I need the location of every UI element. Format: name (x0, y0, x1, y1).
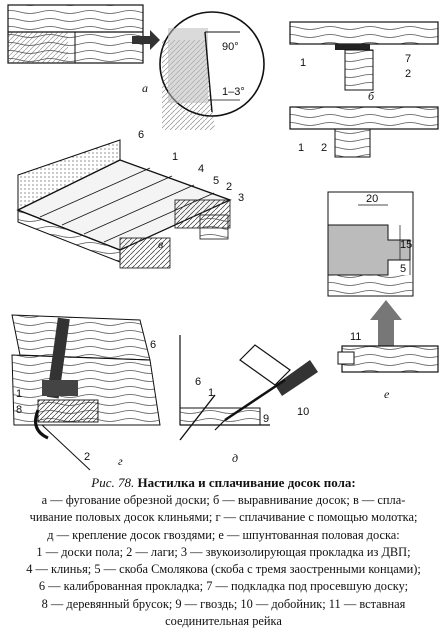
label-v-3: 3 (238, 192, 244, 204)
label-panel-b: б (368, 89, 375, 103)
label-b-2-top: 2 (405, 68, 411, 80)
label-d-1: 1 (208, 387, 214, 399)
label-b-2-bottom: 2 (321, 142, 327, 154)
label-d-6: 6 (195, 376, 201, 388)
label-panel-g: г (118, 454, 123, 468)
panel-a-arrow (132, 30, 160, 50)
panel-e-arrow (370, 300, 402, 346)
label-angle-1-3: 1–3° (222, 86, 245, 98)
legend-line: 1 — доски пола; 2 — лаги; 3 — звукоизоли… (36, 544, 411, 559)
label-g-8: 8 (16, 404, 22, 416)
label-b-1-bottom: 1 (298, 142, 304, 154)
label-dim-15: 15 (400, 239, 412, 251)
label-v-4: 4 (198, 163, 204, 175)
legend-line: 4 — клинья; 5 — скоба Смолякова (скоба с… (26, 562, 421, 577)
legend-line: а — фугование обрезной доски; б — выравн… (41, 493, 406, 507)
caption-number: Рис. 78. (91, 475, 135, 490)
label-g-1: 1 (16, 388, 22, 400)
label-angle-90: 90° (222, 41, 239, 53)
label-g-2: 2 (84, 451, 90, 463)
label-dim-20: 20 (366, 193, 378, 205)
legend-line: 6 — калиброванная прокладка; 7 — подклад… (38, 579, 409, 594)
legend-line: соединительная рейка (165, 614, 282, 629)
label-d-9: 9 (263, 413, 269, 425)
panel-b-bottom (289, 106, 439, 158)
legend-line: 8 — деревянный брусок; 9 — гвоздь; 10 — … (41, 596, 406, 611)
label-v-2: 2 (226, 181, 232, 193)
label-panel-d: д (232, 451, 238, 465)
legend-line: чивание половых досок клиньями; г — спла… (29, 510, 418, 525)
label-g-6: 6 (150, 339, 156, 351)
panel-g-scene (11, 314, 161, 471)
label-b-7: 7 (405, 53, 411, 65)
label-d-10: 10 (297, 406, 309, 418)
figure-illustration: 90° 1–3° а 1 7 2 б 1 2 6 1 4 5 2 3 в (7, 4, 439, 471)
figure-caption: Рис. 78. Настилка и сплачивание досок по… (8, 474, 439, 491)
label-v-5: 5 (213, 175, 219, 187)
label-e-11: 11 (350, 331, 361, 343)
panel-d-scene (179, 335, 318, 441)
panel-a-board (7, 4, 144, 64)
legend-line: д — крепление досок гвоздями; е — шпунто… (47, 527, 400, 542)
panel-v-floor (16, 139, 232, 269)
panel-b-top (289, 21, 439, 91)
panel-e-board (337, 345, 439, 373)
panel-a-magnifier (159, 11, 265, 130)
label-v-6: 6 (138, 129, 144, 141)
label-v-1: 1 (172, 151, 178, 163)
label-panel-a: а (142, 81, 148, 95)
caption-title: Настилка и сплачивание досок пола: (137, 475, 356, 490)
figure-legend: а — фугование обрезной доски; б — выравн… (6, 492, 441, 630)
label-panel-v: в (158, 237, 163, 251)
label-b-1-top: 1 (300, 57, 306, 69)
panel-e-detail (327, 191, 414, 297)
label-dim-5: 5 (400, 263, 406, 275)
label-panel-e: е (384, 387, 390, 401)
